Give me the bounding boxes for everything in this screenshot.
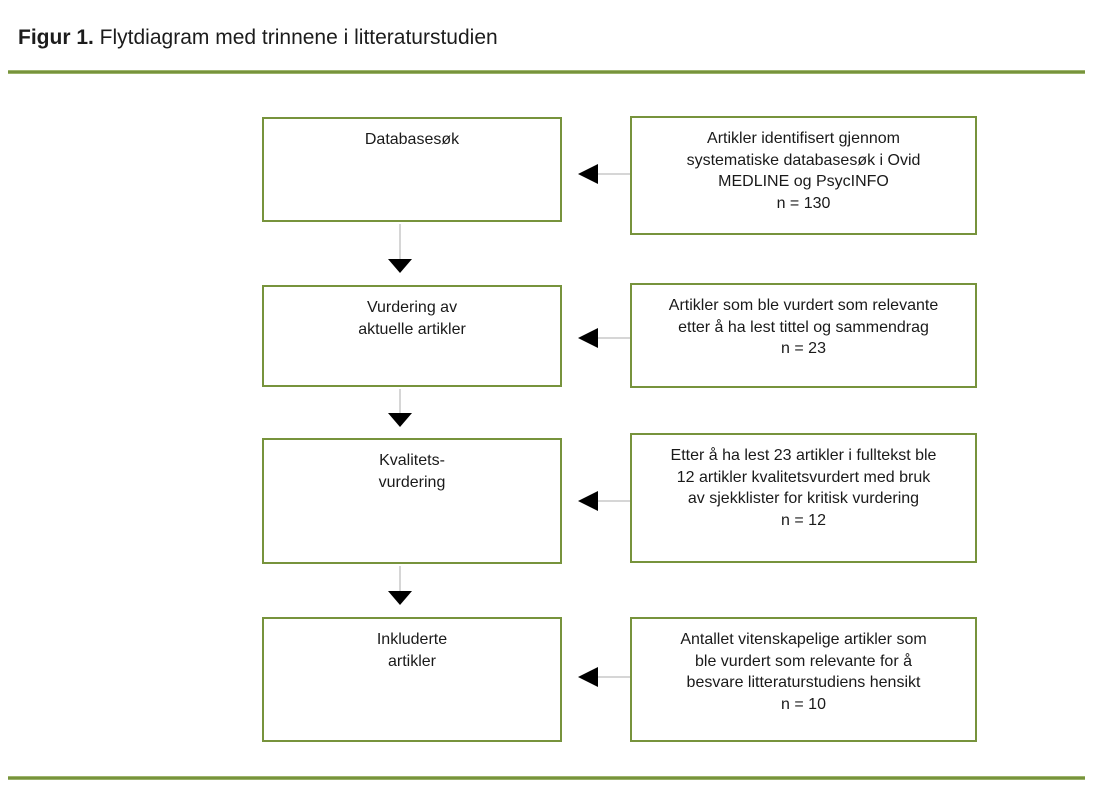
detail-box-label: Antallet vitenskapelige artikler som ble… [680, 631, 927, 713]
stage-box-vurdering: Vurdering av aktuelle artikler [262, 285, 562, 387]
detail-box-kvalitetsvurdert: Etter å ha lest 23 artikler i fulltekst … [630, 433, 977, 563]
stage-box-label: Kvalitets- vurdering [378, 452, 446, 491]
stage-box-kvalitetsvurdering: Kvalitets- vurdering [262, 438, 562, 564]
connector-line [597, 500, 630, 502]
arrow-down-icon [388, 413, 412, 427]
detail-box-label: Artikler identifisert gjennom systematis… [686, 130, 921, 212]
detail-box-inkluderte: Antallet vitenskapelige artikler som ble… [630, 617, 977, 742]
arrow-left-icon [578, 491, 598, 511]
figure-label: Figur 1. [18, 26, 94, 49]
connector-line [399, 566, 401, 592]
stage-box-label: Vurdering av aktuelle artikler [358, 299, 466, 338]
detail-box-identified: Artikler identifisert gjennom systematis… [630, 116, 977, 235]
connector-line [597, 337, 630, 339]
connector-line [399, 389, 401, 414]
detail-box-relevante: Artikler som ble vurdert som relevante e… [630, 283, 977, 388]
stage-box-databasesok: Databasesøk [262, 117, 562, 222]
connector-line [597, 676, 630, 678]
detail-box-label: Etter å ha lest 23 artikler i fulltekst … [670, 447, 937, 529]
arrow-left-icon [578, 328, 598, 348]
stage-box-label: Databasesøk [364, 131, 460, 148]
stage-box-inkluderte: Inkluderte artikler [262, 617, 562, 742]
top-divider-rule [8, 70, 1085, 74]
arrow-down-icon [388, 591, 412, 605]
bottom-divider-rule [8, 776, 1085, 780]
arrow-down-icon [388, 259, 412, 273]
figure-title: Flytdiagram med trinnene i litteraturstu… [93, 26, 498, 49]
figure-caption: Figur 1. Flytdiagram med trinnene i litt… [18, 26, 498, 50]
stage-box-label: Inkluderte artikler [376, 631, 448, 670]
connector-line [597, 173, 630, 175]
connector-line [399, 224, 401, 260]
arrow-left-icon [578, 667, 598, 687]
arrow-left-icon [578, 164, 598, 184]
detail-box-label: Artikler som ble vurdert som relevante e… [668, 297, 939, 358]
